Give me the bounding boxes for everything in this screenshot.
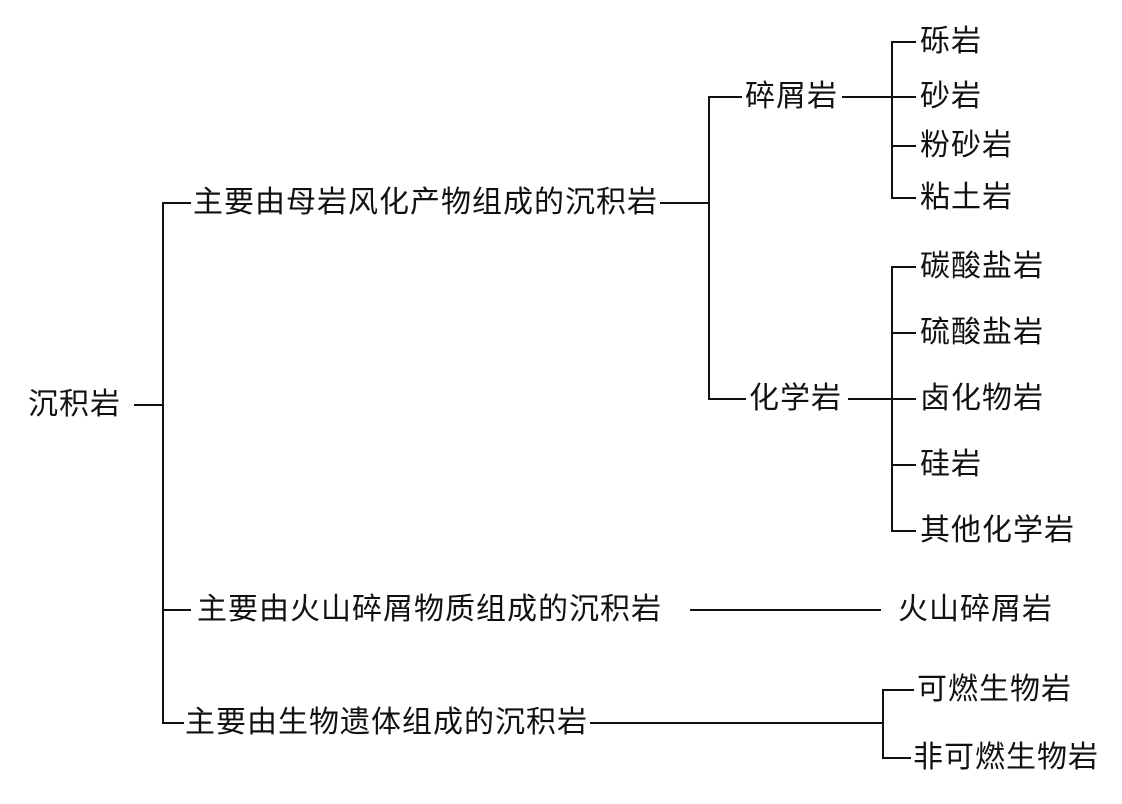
leaf-label-sulfate: 硫酸盐岩 [920,316,1044,349]
branch-label-weathering: 主要由母岩风化产物组成的沉积岩 [193,186,658,219]
leaf-label-conglomerate: 砾岩 [920,25,982,58]
leaf-label-pyroclastic: 火山碎屑岩 [898,593,1053,626]
leaf-label-halide: 卤化物岩 [920,382,1044,415]
leaf-label-sandstone: 砂岩 [920,80,982,113]
leaf-label-claystone: 粘土岩 [920,181,1013,214]
leaf-label-combustible-biolith: 可燃生物岩 [917,673,1072,706]
leaf-label-silicalite: 硅岩 [920,448,982,481]
group-label-clastic: 碎屑岩 [745,80,838,113]
leaf-label-other-chemical: 其他化学岩 [920,514,1075,547]
group-label-chemical: 化学岩 [749,382,842,415]
leaf-label-noncombustible-biolith: 非可燃生物岩 [913,741,1099,774]
leaf-label-siltstone: 粉砂岩 [920,129,1013,162]
root-node-label: 沉积岩 [28,388,121,421]
branch-label-biological: 主要由生物遗体组成的沉积岩 [185,706,588,739]
branch-label-volcanic: 主要由火山碎屑物质组成的沉积岩 [197,593,662,626]
leaf-label-carbonate: 碳酸盐岩 [920,250,1044,283]
